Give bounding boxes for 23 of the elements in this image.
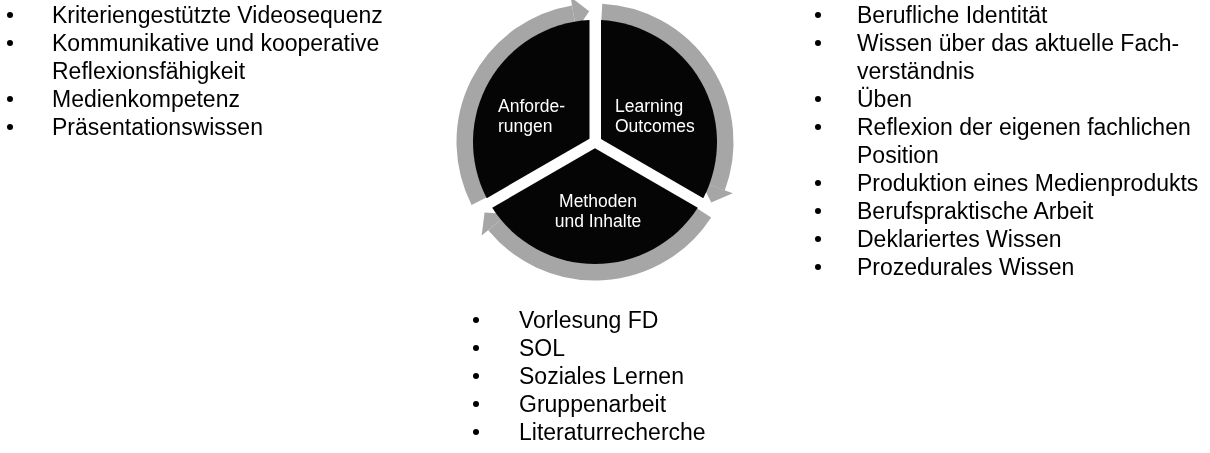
curved-arrow bbox=[456, 0, 589, 205]
curved-arrow bbox=[600, 3, 734, 203]
list-item: Literaturrecherche bbox=[519, 418, 706, 446]
list-item: Reflexion der eigenen fachlichen Position bbox=[857, 113, 1192, 169]
list-item: Kommunikative und kooperative Reflexionsfähigkeit bbox=[52, 29, 381, 85]
list-item: Gruppenarbeit bbox=[519, 390, 667, 418]
list-item: Präsentationswissen bbox=[52, 113, 263, 141]
list-item: Üben bbox=[857, 85, 912, 113]
list-item: Berufspraktische Arbeit bbox=[857, 197, 1094, 225]
list-item: Soziales Lernen bbox=[519, 362, 684, 390]
segment-label: Anforde- rungen bbox=[498, 96, 567, 136]
list-item: Vorlesung FD bbox=[519, 306, 659, 334]
segment-label: Learning Outcomes bbox=[615, 96, 696, 136]
list-item: Medienkompetenz bbox=[52, 85, 240, 113]
list-item: Prozedurales Wissen bbox=[857, 253, 1075, 281]
list-item: Berufliche Identität bbox=[857, 1, 1048, 29]
segment-label: Methoden und Inhalte bbox=[553, 191, 643, 231]
curved-arrow bbox=[482, 207, 711, 281]
list-item: Deklariertes Wissen bbox=[857, 225, 1062, 253]
list-item: Wissen über das aktuelle Fach- verständnis bbox=[857, 29, 1181, 85]
list-item: Produktion eines Medienprodukts bbox=[857, 169, 1199, 197]
list-item: SOL bbox=[519, 334, 566, 362]
list-item: Kriteriengestützte Videosequenz bbox=[52, 1, 383, 29]
